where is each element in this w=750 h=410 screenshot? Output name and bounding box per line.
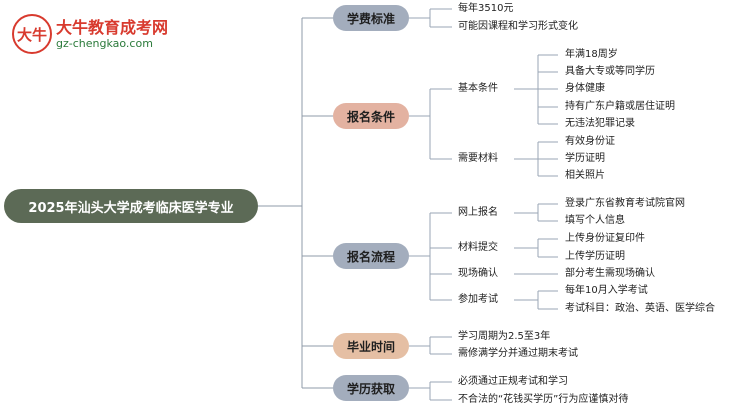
requirements-basic-item: 年满18周岁 <box>565 49 618 60</box>
process-onsite-label: 现场确认 <box>458 268 498 279</box>
requirements-basic-item: 具备大专或等同学历 <box>565 66 655 77</box>
graduation-item: 学习周期为2.5至3年 <box>458 331 551 342</box>
process-submit-label: 材料提交 <box>458 242 498 253</box>
requirements-basic-label: 基本条件 <box>458 83 498 94</box>
requirements-basic-item: 身体健康 <box>565 83 605 94</box>
degree-item: 不合法的“花钱买学历”行为应谨慎对待 <box>458 394 629 405</box>
graduation-item: 需修满学分并通过期末考试 <box>458 348 578 359</box>
process-submit-item: 上传学历证明 <box>565 251 625 262</box>
process-exam-label: 参加考试 <box>458 294 498 305</box>
requirements-basic-item: 持有广东户籍或居住证明 <box>565 101 675 112</box>
category-degree: 学历获取 <box>333 375 409 401</box>
process-online-label: 网上报名 <box>458 207 498 218</box>
tuition-item: 每年3510元 <box>458 3 514 14</box>
process-exam-item: 每年10月入学考试 <box>565 285 648 296</box>
process-online-item: 填写个人信息 <box>565 215 625 226</box>
category-tuition: 学费标准 <box>333 5 409 31</box>
degree-item: 必须通过正规考试和学习 <box>458 376 568 387</box>
category-graduation: 毕业时间 <box>333 333 409 359</box>
requirements-materials-item: 有效身份证 <box>565 136 615 147</box>
logo-mark: 大牛 <box>12 14 52 54</box>
requirements-materials-label: 需要材料 <box>458 153 498 164</box>
requirements-materials-item: 相关照片 <box>565 170 605 181</box>
requirements-materials-item: 学历证明 <box>565 153 605 164</box>
category-process: 报名流程 <box>333 243 409 269</box>
process-onsite-item: 部分考生需现场确认 <box>565 268 655 279</box>
mindmap-root: 2025年汕头大学成考临床医学专业 <box>4 189 258 223</box>
logo-title: 大牛教育成考网 <box>56 18 169 37</box>
tuition-item: 可能因课程和学习形式变化 <box>458 21 578 32</box>
requirements-basic-item: 无违法犯罪记录 <box>565 118 635 129</box>
process-exam-item: 考试科目：政治、英语、医学综合 <box>565 303 715 314</box>
process-online-item: 登录广东省教育考试院官网 <box>565 198 685 209</box>
process-submit-item: 上传身份证复印件 <box>565 233 645 244</box>
category-requirements: 报名条件 <box>333 103 409 129</box>
logo-url: gz-chengkao.com <box>56 37 153 50</box>
